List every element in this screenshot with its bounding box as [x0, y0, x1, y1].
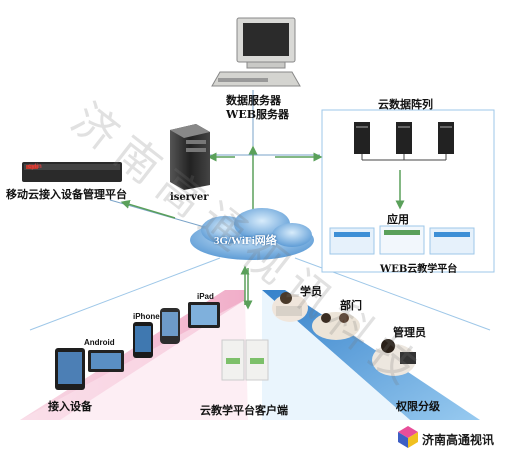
- student-label: 学员: [300, 285, 322, 298]
- android-tablet-icon: [55, 348, 85, 390]
- app-label: 应用: [387, 213, 409, 226]
- ipad-icon: [188, 302, 220, 328]
- iserver-label: iserver: [170, 192, 209, 203]
- device-logo: cylin: [28, 164, 42, 170]
- admin-label: 管理员: [393, 326, 426, 339]
- rack-server-icon: [354, 122, 454, 160]
- network-label: 3G/WiFi网络: [214, 235, 277, 247]
- db-server-label: 数据服务器: [226, 94, 281, 107]
- app-screenshot-icon: [329, 225, 475, 255]
- department-label: 部门: [340, 299, 362, 312]
- blue-band-floor: [262, 290, 410, 420]
- student-photo: [272, 292, 308, 322]
- cloud-array-label: 云数据阵列: [378, 98, 433, 111]
- mobile-platform-label: 移动云接入设备管理平台: [6, 188, 127, 201]
- permission-label: 权限分级: [396, 400, 440, 413]
- arrow-mobile: [120, 199, 176, 219]
- web-server-label: WEB服务器: [226, 108, 290, 121]
- iphone-label: iPhone: [133, 312, 160, 321]
- iserver-tower-icon: [170, 124, 210, 190]
- client-label: 云教学平台客户端: [200, 404, 288, 417]
- desktop-computer-icon: [211, 17, 301, 87]
- android-phone-icon: [88, 350, 124, 372]
- ipad-label: iPad: [197, 292, 214, 301]
- client-software-box-icon: [221, 339, 269, 381]
- brand-label: 济南高通视讯: [422, 433, 495, 447]
- department-photo: [312, 312, 360, 340]
- brand-logo-icon: [398, 426, 418, 448]
- network-cloud-icon: [190, 208, 314, 260]
- access-device-rack-icon: [22, 162, 122, 182]
- web-platform-label: WEB云教学平台: [380, 264, 458, 275]
- admin-photo: [372, 339, 416, 376]
- android-label: Android: [84, 338, 115, 347]
- iphone-icon: [133, 322, 153, 358]
- phone-icon: [160, 308, 180, 344]
- access-devices-label: 接入设备: [48, 400, 92, 413]
- guide-line-left: [29, 257, 221, 331]
